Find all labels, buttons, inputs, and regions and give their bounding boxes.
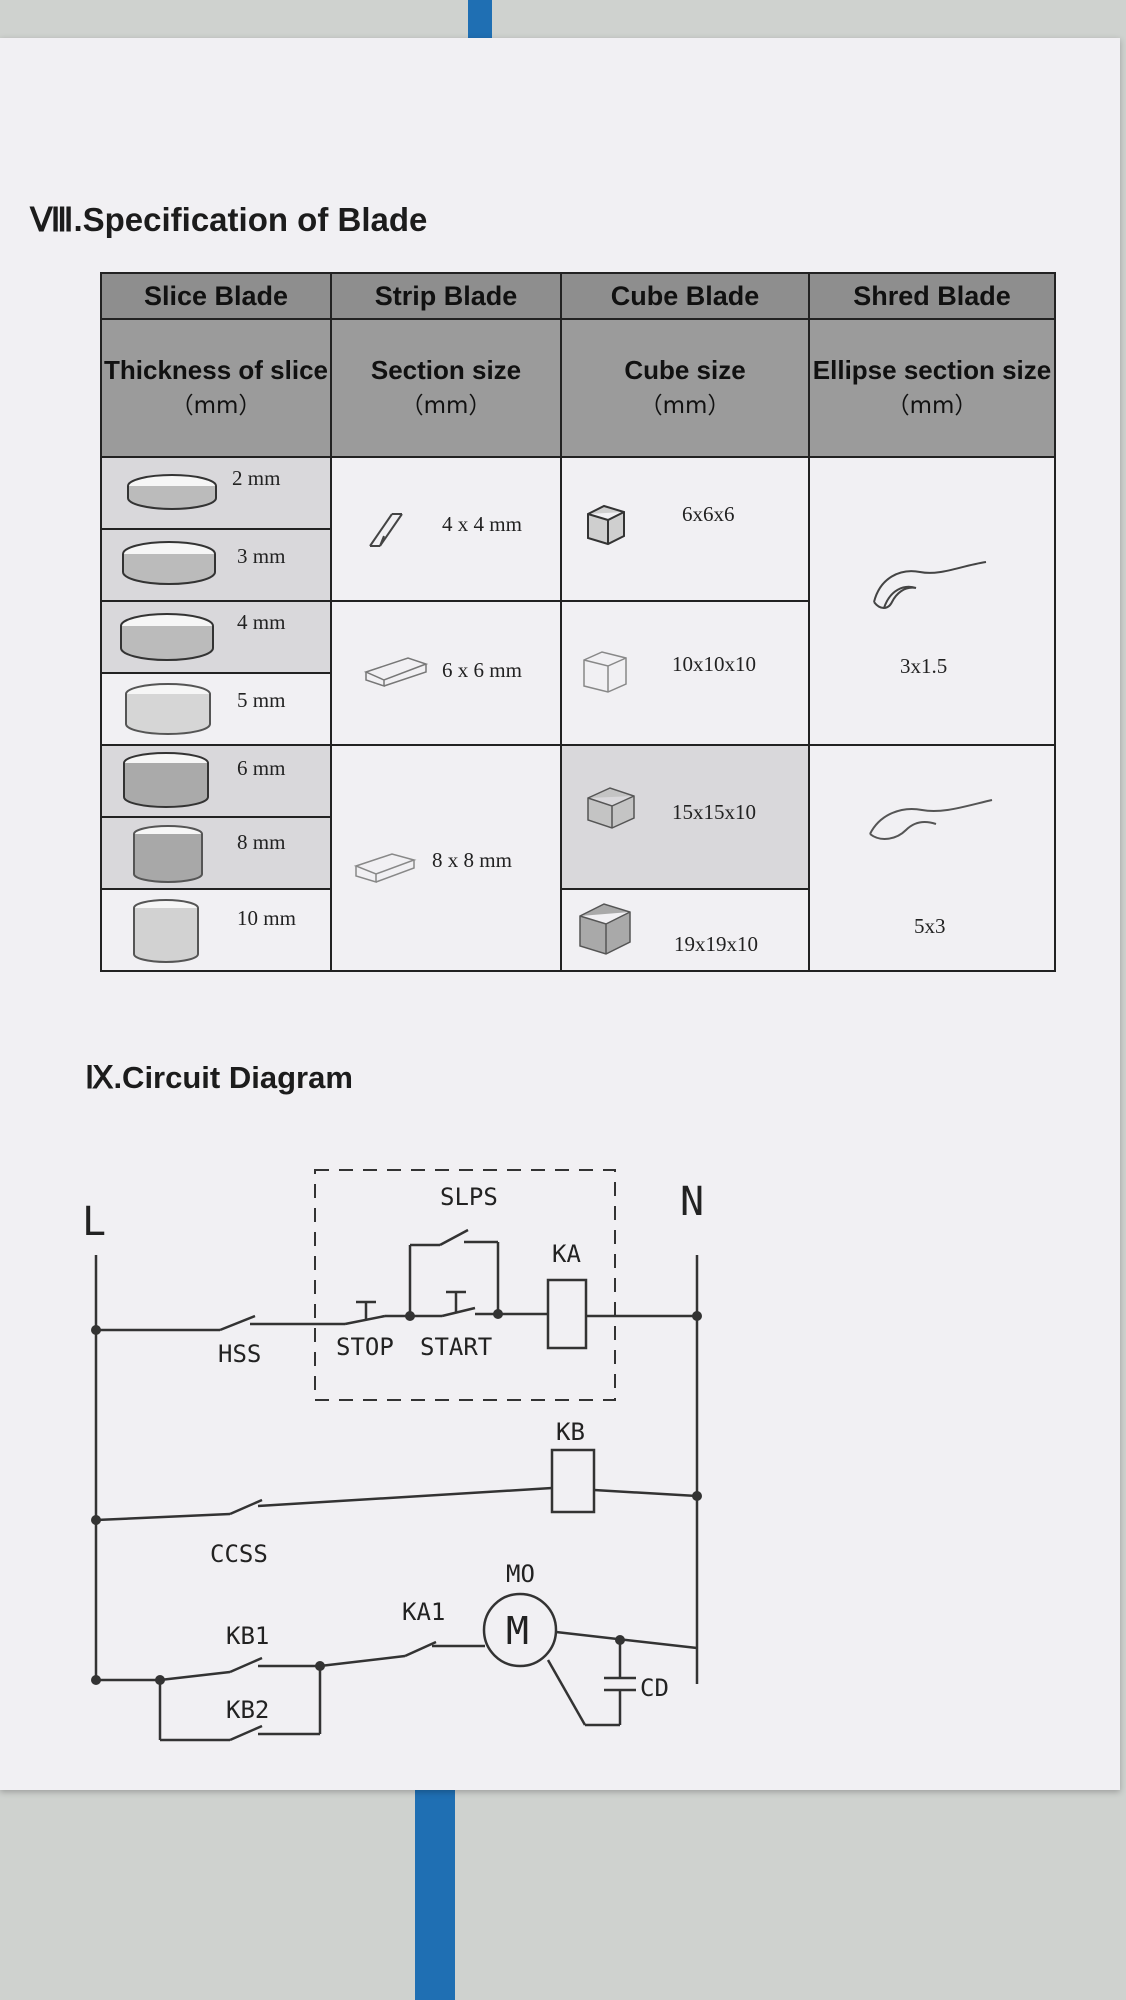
subheader-cube: Cube size （mm） <box>560 318 810 458</box>
junction-dots <box>91 1309 702 1685</box>
cube-icon <box>579 903 631 955</box>
slice-disk-icon <box>133 825 203 883</box>
label-CD: CD <box>640 1674 669 1702</box>
label-START: START <box>420 1333 492 1361</box>
table-subheader-row: Thickness of slice （mm） Section size （mm… <box>100 318 1056 458</box>
slice-cell-2mm: 2 mm <box>100 456 332 530</box>
slice-disk-icon <box>125 683 211 735</box>
subheader-strip: Section size （mm） <box>330 318 562 458</box>
header-cube-blade: Cube Blade <box>560 272 810 320</box>
table-row: 3 mm <box>100 528 1055 602</box>
label-MO: MO <box>506 1560 535 1588</box>
section-title-blade-spec: Ⅷ.Specification of Blade <box>30 201 428 238</box>
table-row: 4 mm 6 x 6 mm 10x10x10 <box>100 600 1055 746</box>
section-title-circuit-diagram: Ⅸ.Circuit Diagram <box>85 1060 353 1095</box>
subheader-shred: Ellipse section size （mm） <box>808 318 1056 458</box>
slice-cell-5mm: 5 mm <box>100 672 332 746</box>
label-STOP: STOP <box>336 1333 394 1361</box>
table-row: 2 mm 4 x 4 mm 6x6x6 3x1.5 <box>100 456 1056 746</box>
label-KB1: KB1 <box>226 1622 269 1650</box>
table-row: 6 mm 8 x 8 mm 15x15x10 5x3 <box>100 744 1056 972</box>
subheader-slice: Thickness of slice （mm） <box>100 318 332 458</box>
shred-icon <box>873 561 987 609</box>
shred-cell-5x3: 5x3 <box>808 744 1056 972</box>
slice-cell-3mm: 3 mm <box>100 528 332 602</box>
strip-cell-6x6: 6 x 6 mm <box>330 600 562 746</box>
slice-cell-4mm: 4 mm <box>100 600 332 674</box>
cube-icon <box>587 504 625 546</box>
slice-disk-icon <box>123 752 209 808</box>
label-KA: KA <box>552 1240 581 1268</box>
shred-cell-3x1.5: 3x1.5 <box>808 456 1056 746</box>
label-KA1: KA1 <box>402 1598 445 1626</box>
blade-spec-table: Slice Blade Strip Blade Cube Blade Shred… <box>100 272 1056 972</box>
table-row: 10 mm 19x19x10 <box>100 888 1055 972</box>
label-M: M <box>506 1609 529 1653</box>
header-shred-blade: Shred Blade <box>808 272 1056 320</box>
slice-disk-icon <box>120 613 214 661</box>
table-row: 8 mm <box>100 816 1055 890</box>
cube-cell-15x15x10: 15x15x10 <box>560 744 810 890</box>
cube-cell-19x19x10: 19x19x10 <box>560 888 810 972</box>
slice-cell-8mm: 8 mm <box>100 816 332 890</box>
strip-icon <box>369 513 403 547</box>
slice-cell-6mm: 6 mm <box>100 744 332 818</box>
table-header-row: Slice Blade Strip Blade Cube Blade Shred… <box>100 272 1056 320</box>
cube-cell-6x6x6: 6x6x6 <box>560 456 810 602</box>
strip-icon <box>363 657 429 688</box>
header-strip-blade: Strip Blade <box>330 272 562 320</box>
strip-cell-4x4: 4 x 4 mm <box>330 456 562 602</box>
shred-icon <box>869 799 993 840</box>
blue-stripe-bottom <box>415 1755 455 2000</box>
slice-cell-10mm: 10 mm <box>100 888 332 972</box>
label-HSS: HSS <box>218 1340 261 1368</box>
label-L: L <box>82 1199 106 1245</box>
strip-cell-8x8: 8 x 8 mm <box>330 744 562 972</box>
label-KB2: KB2 <box>226 1696 269 1724</box>
cube-cell-10x10x10: 10x10x10 <box>560 600 810 746</box>
slice-disk-icon <box>127 474 217 510</box>
circuit-diagram: L N SLPS KA HSS STOP START KB CCSS MO M … <box>82 1169 704 1742</box>
slice-disk-icon <box>133 899 199 963</box>
label-SLPS: SLPS <box>440 1183 498 1211</box>
table-row: 5 mm <box>100 672 1055 746</box>
header-slice-blade: Slice Blade <box>100 272 332 320</box>
cube-icon <box>587 787 635 829</box>
label-N: N <box>680 1179 704 1225</box>
slice-disk-icon <box>122 541 216 585</box>
label-KB: KB <box>556 1418 585 1446</box>
strip-icon <box>353 853 417 884</box>
cube-icon <box>583 651 627 693</box>
label-CCSS: CCSS <box>210 1540 268 1568</box>
blue-stripe-top <box>468 0 492 38</box>
